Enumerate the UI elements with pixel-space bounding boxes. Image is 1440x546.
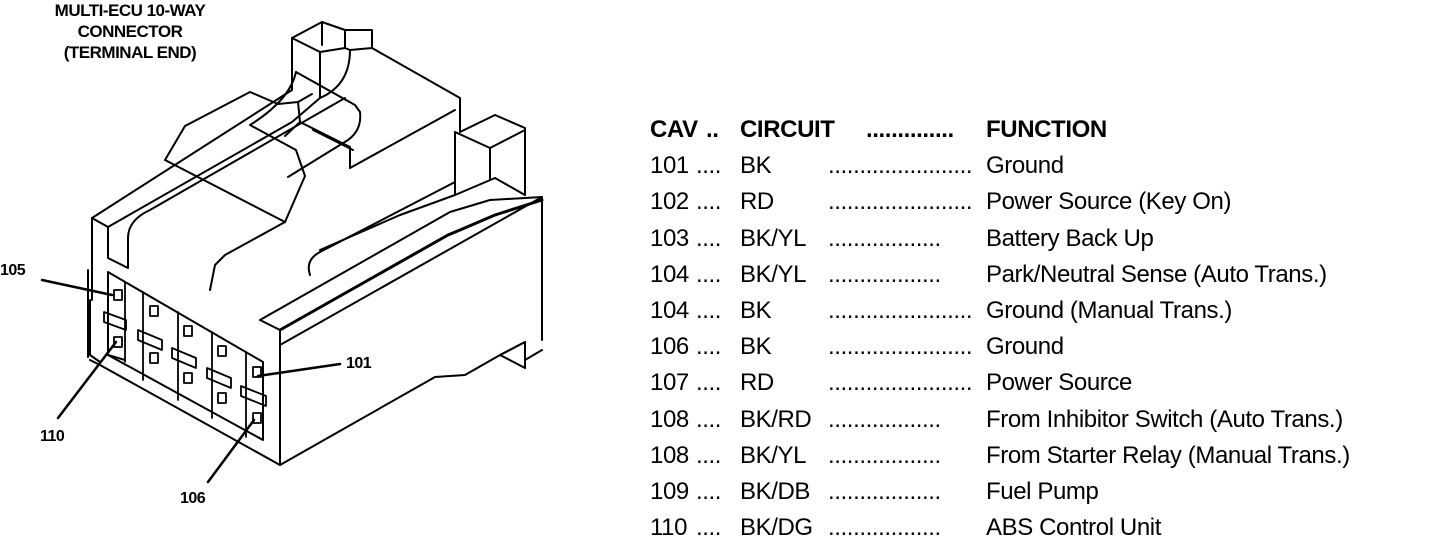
- header-function: FUNCTION: [986, 116, 1107, 143]
- circuit-cell: RD: [740, 188, 774, 216]
- leader-101: [256, 362, 342, 378]
- title-line-1: MULTI-ECU 10-WAY: [54, 1, 206, 20]
- cav-cell: 110: [650, 514, 688, 542]
- table-row: 106.... BK....................... Ground: [650, 329, 1350, 365]
- callout-leaders: [40, 278, 342, 484]
- function-cell: ABS Control Unit: [986, 514, 1162, 542]
- pinout-table: CAV .. CIRCUIT .............. FUNCTION 1…: [650, 112, 1350, 546]
- callout-106: 106: [180, 490, 206, 507]
- dots-cell: .......................: [828, 369, 973, 397]
- table-row: 102.... RD....................... Power So…: [650, 184, 1350, 220]
- cav-cell: 104: [650, 296, 689, 324]
- title-line-3: (TERMINAL END): [63, 43, 197, 62]
- function-cell: Power Source: [986, 369, 1132, 397]
- sep-cell: ....: [696, 188, 722, 216]
- circuit-cell: BK/YL: [740, 260, 807, 288]
- table-row: 103.... BK/YL.................. Battery Ba…: [650, 221, 1350, 257]
- dots-cell: ..................: [828, 441, 941, 469]
- dots-cell: ..................: [828, 224, 941, 252]
- dots-cell: ..................: [828, 514, 941, 542]
- circuit-cell: BK/DG: [740, 514, 813, 542]
- circuit-cell: BK: [740, 152, 772, 180]
- cav-cell: 108: [650, 405, 689, 433]
- function-cell: Fuel Pump: [986, 477, 1099, 505]
- header-circuit: CIRCUIT: [740, 116, 835, 143]
- table-row: 110.... BK/DG.................. ABS Contro…: [650, 510, 1350, 546]
- sep-cell: ....: [696, 296, 722, 324]
- sep-cell: ....: [696, 152, 722, 180]
- terminal-cavities: [103, 281, 267, 438]
- header-sep: ..: [706, 116, 719, 143]
- leader-110: [56, 340, 118, 420]
- function-cell: Ground (Manual Trans.): [986, 296, 1232, 324]
- callout-105: 105: [0, 262, 26, 279]
- function-cell: From Inhibitor Switch (Auto Trans.): [986, 405, 1343, 433]
- cav-cell: 103: [650, 224, 689, 252]
- table-row: 104.... BK....................... Ground (…: [650, 293, 1350, 329]
- table-row: 107.... RD....................... Power So…: [650, 365, 1350, 401]
- dots-cell: .......................: [828, 152, 973, 180]
- cav-cell: 109: [650, 477, 689, 505]
- function-cell: Ground: [986, 152, 1064, 180]
- callout-101: 101: [346, 355, 372, 372]
- sep-cell: ....: [696, 224, 722, 252]
- dots-cell: .......................: [828, 188, 973, 216]
- header-dots: ..............: [866, 116, 954, 143]
- circuit-cell: BK/YL: [740, 441, 807, 469]
- cav-cell: 106: [650, 333, 689, 361]
- cav-cell: 102: [650, 188, 689, 216]
- leader-106: [206, 418, 256, 484]
- dots-cell: ..................: [828, 477, 941, 505]
- dots-cell: .......................: [828, 296, 973, 324]
- function-cell: From Starter Relay (Manual Trans.): [986, 441, 1350, 469]
- table-row: 101.... BK....................... Ground: [650, 148, 1350, 184]
- function-cell: Battery Back Up: [986, 224, 1154, 252]
- cav-cell: 104: [650, 260, 689, 288]
- sep-cell: ....: [696, 514, 722, 542]
- cav-cell: 107: [650, 369, 689, 397]
- connector-title: MULTI-ECU 10-WAY CONNECTOR (TERMINAL END…: [0, 0, 260, 63]
- table-row: 108.... BK/RD.................. From Inhib…: [650, 402, 1350, 438]
- table-row: 108.... BK/YL.................. From Start…: [650, 438, 1350, 474]
- function-cell: Ground: [986, 333, 1064, 361]
- sep-cell: ....: [696, 369, 722, 397]
- connector-body-outline: [87, 21, 544, 466]
- connector-drawing: [40, 21, 544, 484]
- circuit-cell: BK: [740, 333, 772, 361]
- cav-cell: 108: [650, 441, 689, 469]
- table-row: 104.... BK/YL.................. Park/Neutr…: [650, 257, 1350, 293]
- sep-cell: ....: [696, 333, 722, 361]
- function-cell: Park/Neutral Sense (Auto Trans.): [986, 260, 1327, 288]
- dots-cell: ..................: [828, 405, 941, 433]
- circuit-cell: BK/YL: [740, 224, 807, 252]
- title-line-2: CONNECTOR: [77, 22, 183, 41]
- circuit-cell: RD: [740, 369, 774, 397]
- sep-cell: ....: [696, 441, 722, 469]
- circuit-cell: BK: [740, 296, 772, 324]
- leader-105: [40, 278, 114, 297]
- header-cav: CAV: [650, 116, 698, 143]
- sep-cell: ....: [696, 405, 722, 433]
- table-header: CAV .. CIRCUIT .............. FUNCTION: [650, 112, 1350, 148]
- callout-110: 110: [40, 428, 65, 445]
- dots-cell: ..................: [828, 260, 941, 288]
- sep-cell: ....: [696, 260, 722, 288]
- circuit-cell: BK/DB: [740, 477, 811, 505]
- sep-cell: ....: [696, 477, 722, 505]
- cav-cell: 101: [650, 152, 689, 180]
- table-row: 109.... BK/DB.................. Fuel Pump: [650, 474, 1350, 510]
- circuit-cell: BK/RD: [740, 405, 812, 433]
- function-cell: Power Source (Key On): [986, 188, 1232, 216]
- dots-cell: .......................: [828, 333, 973, 361]
